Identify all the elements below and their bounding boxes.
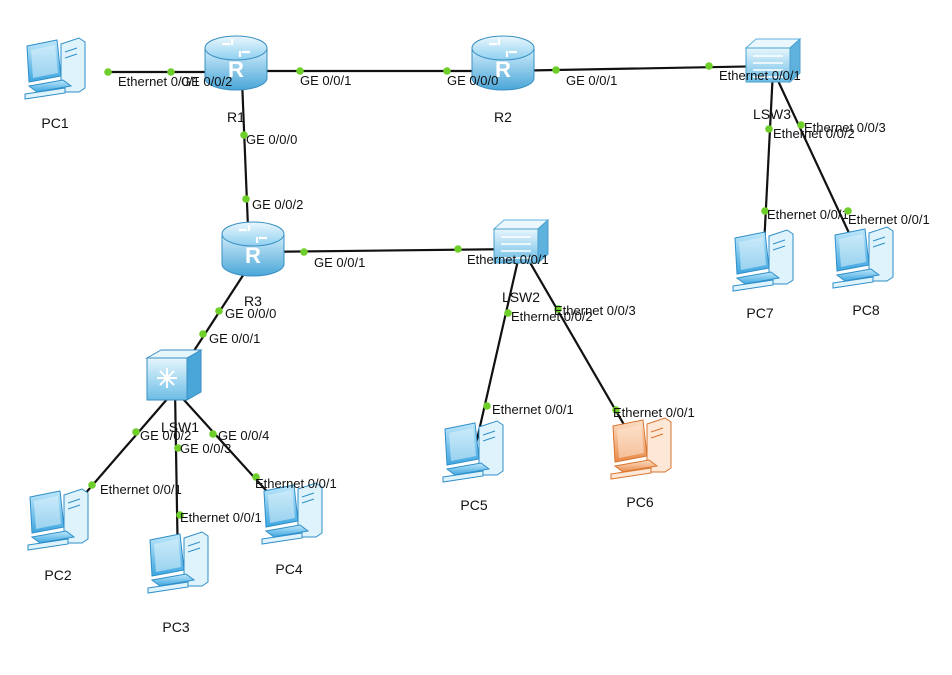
port-label: GE 0/0/2 xyxy=(140,428,191,443)
port-dot[interactable] xyxy=(554,305,562,313)
pc-icon[interactable] xyxy=(442,420,504,483)
router-icon[interactable]: R xyxy=(221,221,285,277)
port-label: Ethernet 0/0/1 xyxy=(180,510,262,525)
port-label: Ethernet 0/0/1 xyxy=(767,207,849,222)
port-dot[interactable] xyxy=(88,481,96,489)
port-label: GE 0/0/0 xyxy=(225,306,276,321)
device-label-pc6: PC6 xyxy=(626,494,653,510)
router-icon[interactable]: R xyxy=(471,35,535,91)
device-label-pc5: PC5 xyxy=(460,497,487,513)
l3-switch-icon[interactable] xyxy=(145,349,203,401)
link-r2-lsw3[interactable] xyxy=(502,64,774,73)
port-dot[interactable] xyxy=(132,428,140,436)
svg-text:R: R xyxy=(495,57,511,82)
port-dot[interactable] xyxy=(454,245,462,253)
port-label: Ethernet 0/0/1 xyxy=(719,68,801,83)
port-label: Ethernet 0/0/1 xyxy=(467,252,549,267)
device-label-r1: R1 xyxy=(227,109,245,125)
pc-icon[interactable] xyxy=(147,531,209,594)
device-label-lsw3: LSW3 xyxy=(753,106,791,122)
port-dot[interactable] xyxy=(612,406,620,414)
device-label-pc7: PC7 xyxy=(746,305,773,321)
port-dot[interactable] xyxy=(844,207,852,215)
port-label: Ethernet 0/0/2 xyxy=(773,126,855,141)
device-label-pc1: PC1 xyxy=(41,115,68,131)
port-dot[interactable] xyxy=(296,67,304,75)
link-lsw3-pc8[interactable] xyxy=(772,69,864,264)
port-label: Ethernet 0/0/1 xyxy=(118,74,200,89)
switch-icon[interactable] xyxy=(744,37,802,84)
port-dot[interactable] xyxy=(174,444,182,452)
port-label: Ethernet 0/0/1 xyxy=(848,212,930,227)
port-label: GE 0/0/1 xyxy=(300,73,351,88)
pc-icon[interactable] xyxy=(24,37,86,100)
device-label-pc3: PC3 xyxy=(162,619,189,635)
port-label: Ethernet 0/0/1 xyxy=(492,402,574,417)
port-dot[interactable] xyxy=(443,67,451,75)
port-dot[interactable] xyxy=(504,309,512,317)
pc-icon[interactable] xyxy=(732,229,794,292)
pc-icon[interactable] xyxy=(27,488,89,551)
port-dot[interactable] xyxy=(209,430,217,438)
link-r3-lsw2[interactable] xyxy=(252,247,522,254)
pc-icon[interactable] xyxy=(832,226,894,289)
port-dot[interactable] xyxy=(761,207,769,215)
switch-icon[interactable] xyxy=(492,218,550,265)
port-dot[interactable] xyxy=(483,402,491,410)
port-label: Ethernet 0/0/1 xyxy=(255,476,337,491)
port-label: GE 0/0/1 xyxy=(314,255,365,270)
device-label-pc8: PC8 xyxy=(852,302,879,318)
router-icon[interactable]: R xyxy=(204,35,268,91)
port-label: GE 0/0/0 xyxy=(447,73,498,88)
device-label-lsw1: LSW1 xyxy=(161,419,199,435)
port-label: Ethernet 0/0/1 xyxy=(100,482,182,497)
port-label: Ethernet 0/0/1 xyxy=(613,405,695,420)
port-label: GE 0/0/3 xyxy=(180,441,231,456)
port-label: GE 0/0/1 xyxy=(566,73,617,88)
device-label-r2: R2 xyxy=(494,109,512,125)
port-label: Ethernet 0/0/3 xyxy=(804,120,886,135)
port-dot[interactable] xyxy=(300,248,308,256)
port-dot[interactable] xyxy=(240,131,248,139)
port-label: GE 0/0/0 xyxy=(246,132,297,147)
port-dot[interactable] xyxy=(199,330,207,338)
port-label: Ethernet 0/0/3 xyxy=(554,303,636,318)
device-label-r3: R3 xyxy=(244,293,262,309)
port-dot[interactable] xyxy=(167,68,175,76)
link-lsw2-pc5[interactable] xyxy=(471,246,523,458)
port-dot[interactable] xyxy=(765,125,773,133)
port-label: Ethernet 0/0/2 xyxy=(511,309,593,324)
port-dot[interactable] xyxy=(215,307,223,315)
port-label: GE 0/0/4 xyxy=(218,428,269,443)
svg-text:R: R xyxy=(245,243,261,268)
port-dot[interactable] xyxy=(104,68,112,76)
port-dot[interactable] xyxy=(797,121,805,129)
port-label: GE 0/0/2 xyxy=(252,197,303,212)
link-lsw2-pc6[interactable] xyxy=(520,246,642,455)
port-dot[interactable] xyxy=(552,66,560,74)
device-label-pc2: PC2 xyxy=(44,567,71,583)
port-dot[interactable] xyxy=(242,195,250,203)
port-dot[interactable] xyxy=(252,473,260,481)
pc-icon[interactable] xyxy=(261,482,323,545)
device-label-pc4: PC4 xyxy=(275,561,302,577)
svg-text:R: R xyxy=(228,57,244,82)
port-dot[interactable] xyxy=(705,62,713,70)
pc-icon[interactable] xyxy=(610,417,672,480)
port-dot[interactable] xyxy=(176,511,184,519)
device-label-lsw2: LSW2 xyxy=(502,289,540,305)
port-label: GE 0/0/2 xyxy=(181,74,232,89)
port-label: GE 0/0/1 xyxy=(209,331,260,346)
